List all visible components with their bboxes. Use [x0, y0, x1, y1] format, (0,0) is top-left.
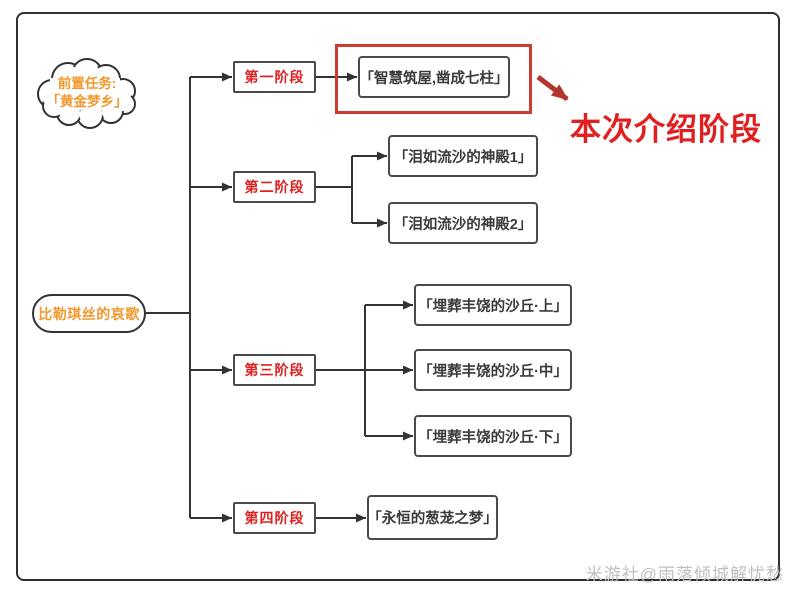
- quest-box-stage2-2: 「泪如流沙的神殿2」: [388, 202, 538, 244]
- quest-label: 「埋葬丰饶的沙丘·上」: [418, 298, 568, 315]
- prerequisite-line1: 前置任务:: [57, 75, 117, 91]
- prerequisite-cloud: 前置任务: 「黄金梦乡」: [26, 52, 148, 134]
- prerequisite-label: 前置任务: 「黄金梦乡」: [26, 52, 148, 134]
- quest-label: 「永恒的葱茏之梦」: [367, 511, 498, 527]
- stage-1-label: 第一阶段: [244, 69, 305, 85]
- quest-box-stage3-2: 「埋葬丰饶的沙丘·中」: [414, 349, 572, 391]
- quest-box-stage3-1: 「埋葬丰饶的沙丘·上」: [414, 284, 572, 326]
- cloud-icon: [37, 58, 136, 129]
- highlight-note: 本次介绍阶段: [570, 112, 762, 147]
- quest-label: 「泪如流沙的神殿2」: [393, 216, 533, 233]
- stage-1-box: 第一阶段: [233, 61, 316, 93]
- root-node: 比勒琪丝的哀歌: [32, 294, 146, 333]
- prerequisite-line2: 「黄金梦乡」: [46, 94, 128, 109]
- quest-label: 「智慧筑屋,凿成七柱」: [359, 70, 509, 87]
- watermark: 米游社@雨落倾城解忧愁: [585, 565, 784, 584]
- quest-label: 「埋葬丰饶的沙丘·中」: [418, 363, 568, 380]
- quest-label: 「埋葬丰饶的沙丘·下」: [418, 429, 568, 446]
- root-label: 比勒琪丝的哀歌: [38, 305, 140, 322]
- stage-4-box: 第四阶段: [233, 502, 316, 534]
- quest-box-stage4-1: 「永恒的葱茏之梦」: [367, 495, 498, 540]
- quest-box-stage1-1: 「智慧筑屋,凿成七柱」: [358, 56, 510, 98]
- highlight-frame: [335, 44, 532, 114]
- quest-label: 「泪如流沙的神殿1」: [393, 149, 533, 166]
- quest-box-stage3-3: 「埋葬丰饶的沙丘·下」: [414, 415, 572, 457]
- stage-3-label: 第三阶段: [244, 362, 305, 378]
- stage-2-box: 第二阶段: [233, 171, 316, 203]
- diagram-border: [16, 12, 780, 581]
- stage-3-box: 第三阶段: [233, 354, 316, 386]
- stage-2-label: 第二阶段: [244, 179, 305, 195]
- quest-box-stage2-1: 「泪如流沙的神殿1」: [388, 135, 538, 177]
- stage-4-label: 第四阶段: [244, 510, 305, 526]
